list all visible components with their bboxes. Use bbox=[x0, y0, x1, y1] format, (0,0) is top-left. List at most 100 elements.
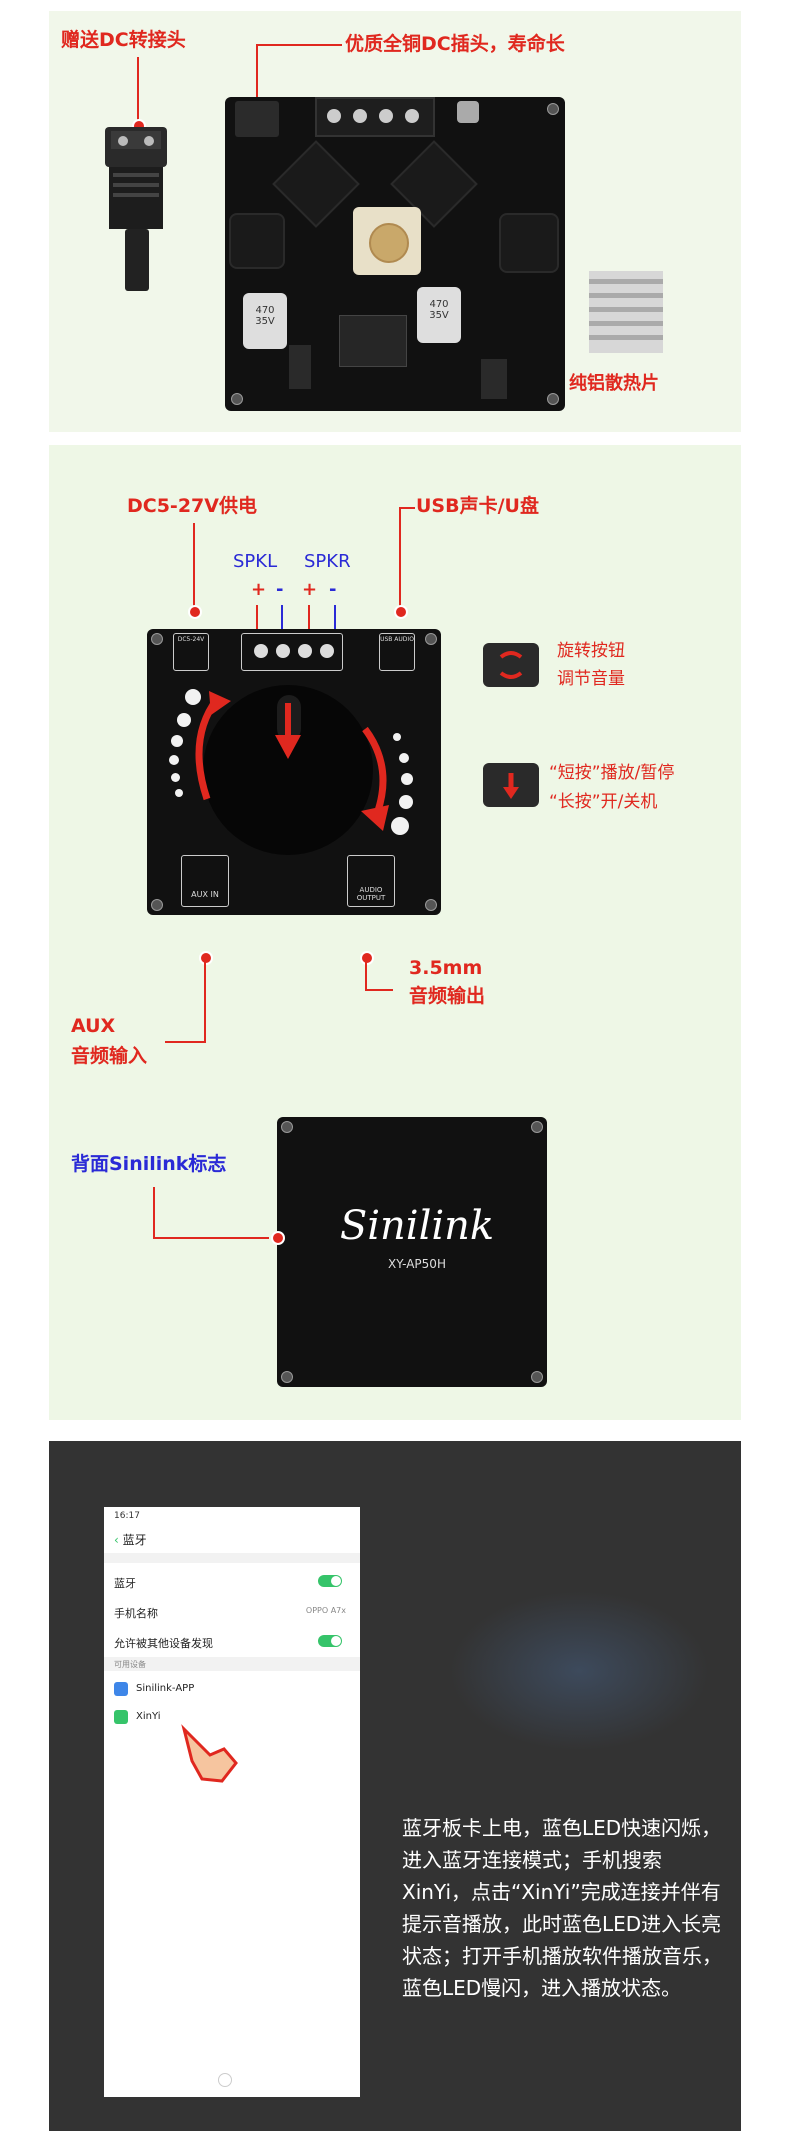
power-label: DC5-27V供电 bbox=[127, 495, 257, 517]
led-dot bbox=[391, 817, 409, 835]
usb-c-port bbox=[457, 101, 479, 123]
adapter-pointer-line bbox=[137, 57, 139, 123]
bluetooth-toggle[interactable] bbox=[318, 1575, 342, 1587]
led-dot bbox=[401, 773, 413, 785]
spkr-plus-wire bbox=[308, 605, 310, 631]
aux-pointer-line-v bbox=[204, 959, 206, 1043]
spkr-minus: - bbox=[329, 579, 337, 600]
device-sinilink-app[interactable]: Sinilink-APP bbox=[114, 1675, 350, 1703]
rotate-knob-icon bbox=[483, 643, 539, 687]
led-dot bbox=[393, 733, 401, 741]
inductor-4 bbox=[499, 213, 559, 273]
speaker-terminal-block bbox=[315, 97, 435, 137]
discoverable-toggle[interactable] bbox=[318, 1635, 342, 1647]
phone-screenshot: 16:17 ‹ 蓝牙 蓝牙 手机名称 OPPO A7x 允许被其他设备发现 可用… bbox=[104, 1507, 360, 2097]
available-devices-header: 可用设备 bbox=[114, 1660, 146, 1669]
status-bar-time: 16:17 bbox=[114, 1511, 140, 1521]
rotate-left-arrow-icon bbox=[195, 691, 231, 801]
amplifier-board-image: 470 35V 470 35V bbox=[225, 97, 565, 411]
mount-hole bbox=[425, 633, 437, 645]
amplifier-chip bbox=[339, 315, 407, 367]
aux-jack bbox=[289, 345, 311, 389]
speaker-terminals bbox=[241, 633, 343, 671]
jack35-pointer-dot bbox=[360, 951, 374, 965]
aux-line1: AUX bbox=[71, 1015, 116, 1037]
usb-label: USB声卡/U盘 bbox=[416, 495, 539, 517]
jack35-line2: 音频输出 bbox=[409, 985, 486, 1007]
mount-hole bbox=[281, 1121, 293, 1133]
mount-hole bbox=[531, 1121, 543, 1133]
bluetooth-pairing-panel: 16:17 ‹ 蓝牙 蓝牙 手机名称 OPPO A7x 允许被其他设备发现 可用… bbox=[49, 1441, 741, 2131]
back-pointer-dot bbox=[271, 1231, 285, 1245]
led-dot bbox=[171, 773, 180, 782]
capacitor-right: 470 35V bbox=[417, 287, 461, 343]
aux-in-port: AUX IN bbox=[181, 855, 229, 907]
heatsink-image bbox=[589, 271, 663, 353]
discoverable-row[interactable]: 允许被其他设备发现 bbox=[114, 1627, 350, 1655]
phone-name-row[interactable]: 手机名称 OPPO A7x bbox=[114, 1606, 346, 1620]
press-arrow-icon bbox=[275, 703, 301, 759]
capacitor-left: 470 35V bbox=[243, 293, 287, 349]
usb-pointer-dot bbox=[394, 605, 408, 619]
board-interface-panel: DC5-27V供电 USB声卡/U盘 SPKL SPKR + - + - DC5… bbox=[49, 445, 741, 1420]
audio-output-port: AUDIO OUTPUT bbox=[347, 855, 395, 907]
hand-tap-icon bbox=[181, 1724, 238, 1783]
power-pointer-line bbox=[193, 523, 195, 607]
led-dot bbox=[177, 713, 191, 727]
led-dot bbox=[175, 789, 183, 797]
mount-hole-tr bbox=[547, 103, 559, 115]
jack35-pointer-line-h bbox=[365, 989, 393, 991]
spkr-label: SPKR bbox=[304, 551, 351, 572]
spkl-minus-wire bbox=[281, 605, 283, 631]
press-knob-icon bbox=[483, 763, 539, 807]
jack-pointer-line-h bbox=[256, 44, 342, 46]
spkl-plus-wire bbox=[256, 605, 258, 631]
volume-knob[interactable] bbox=[203, 685, 373, 855]
bluetooth-toggle-row[interactable]: 蓝牙 bbox=[114, 1567, 350, 1595]
led-dot bbox=[399, 753, 409, 763]
model-number: XY-AP50H bbox=[388, 1257, 446, 1271]
led-dot bbox=[169, 755, 179, 765]
back-pointer-line-h bbox=[153, 1237, 269, 1239]
mount-hole-br bbox=[547, 393, 559, 405]
dc-jack bbox=[235, 101, 279, 137]
dc-port: DC5-24V bbox=[173, 633, 209, 671]
mount-hole-bl bbox=[231, 393, 243, 405]
press-knob-line2: “长按”开/关机 bbox=[549, 792, 658, 812]
led-dot bbox=[185, 689, 201, 705]
potentiometer bbox=[353, 207, 421, 275]
spkl-minus: - bbox=[276, 579, 284, 600]
jack-pointer-line-v bbox=[256, 44, 258, 100]
jack35-line1: 3.5mm bbox=[409, 957, 483, 979]
led-dot bbox=[171, 735, 183, 747]
aux-line2: 音频输入 bbox=[71, 1045, 148, 1067]
aux-pointer-dot bbox=[199, 951, 213, 965]
dc-jack-label: 优质全铜DC插头，寿命长 bbox=[345, 33, 565, 55]
inductor-3 bbox=[229, 213, 285, 269]
board-back-image: Sinilink XY-AP50H bbox=[271, 1117, 547, 1387]
dc-adapter-label: 赠送DC转接头 bbox=[61, 29, 186, 51]
rotate-knob-line1: 旋转按钮 bbox=[557, 641, 625, 661]
heatsink-label: 纯铝散热片 bbox=[569, 373, 659, 394]
back-chevron-icon[interactable]: ‹ bbox=[114, 1533, 119, 1547]
rotate-right-arrow-icon bbox=[361, 726, 389, 831]
sinilink-logo: Sinilink bbox=[339, 1203, 495, 1249]
device-xinyi[interactable]: XinYi bbox=[114, 1703, 350, 1731]
board-front-image: DC5-24V USB AUDIO bbox=[147, 629, 441, 915]
rotate-knob-line2: 调节音量 bbox=[557, 669, 625, 689]
bluetooth-back-header[interactable]: ‹ 蓝牙 bbox=[114, 1533, 147, 1547]
power-pointer-dot bbox=[188, 605, 202, 619]
usb-port: USB AUDIO bbox=[379, 633, 415, 671]
aux-pointer-line-h bbox=[165, 1041, 206, 1043]
device-headset-icon bbox=[114, 1710, 128, 1724]
back-pointer-line-v bbox=[153, 1187, 155, 1239]
usb-pointer-line-v bbox=[399, 507, 401, 607]
mount-hole bbox=[151, 633, 163, 645]
usb-pointer-line-h bbox=[399, 507, 415, 509]
mount-hole bbox=[151, 899, 163, 911]
back-logo-label: 背面Sinilink标志 bbox=[71, 1153, 227, 1175]
phone-bottom-icon bbox=[218, 2073, 232, 2087]
product-top-panel: 赠送DC转接头 优质全铜DC插头，寿命长 纯铝散热片 bbox=[49, 11, 741, 432]
pairing-description: 蓝牙板卡上电，蓝色LED快速闪烁，进入蓝牙连接模式；手机搜索XinYi，点击“X… bbox=[402, 1816, 722, 2000]
spkl-label: SPKL bbox=[233, 551, 278, 572]
